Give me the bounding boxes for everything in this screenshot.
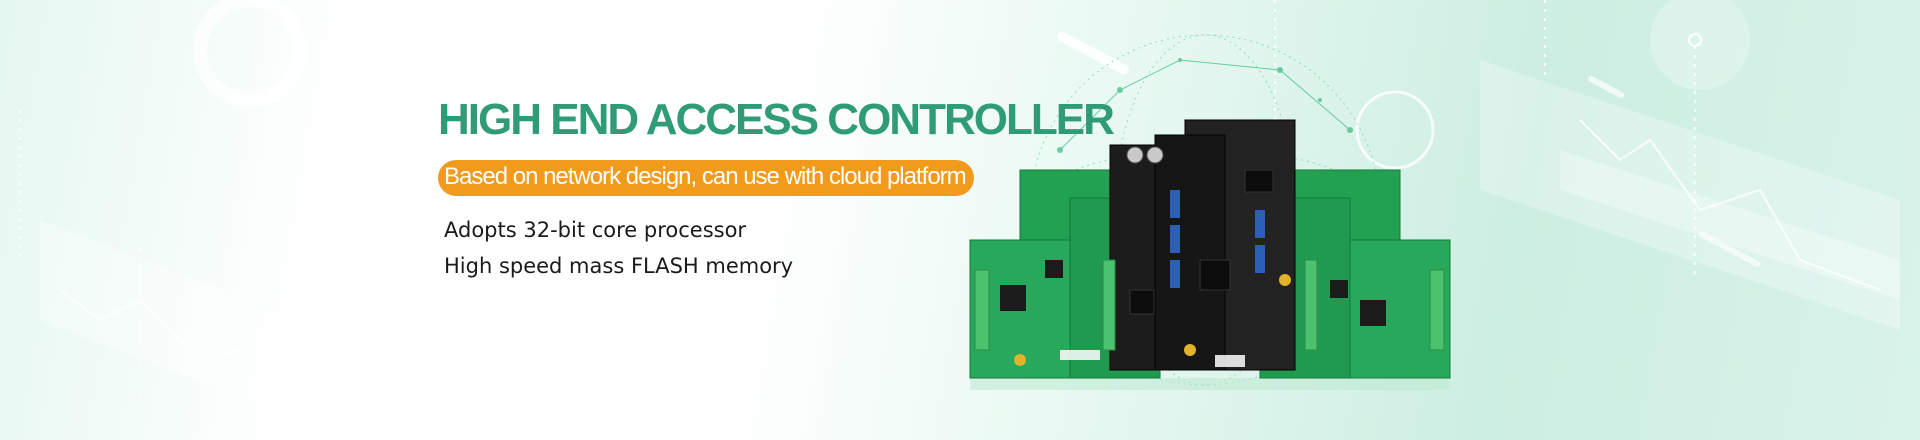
subline-badge: Based on network design, can use with cl… xyxy=(438,160,974,196)
feature-item: High speed mass FLASH memory xyxy=(444,254,794,278)
banner-copy: HIGH END ACCESS CONTROLLER Based on netw… xyxy=(438,92,1115,284)
feature-list: Adopts 32-bit core processor High speed … xyxy=(438,212,1058,284)
headline: HIGH END ACCESS CONTROLLER xyxy=(438,95,1115,144)
feature-item: Adopts 32-bit core processor xyxy=(444,218,747,242)
circuit-board-image xyxy=(969,119,1451,390)
